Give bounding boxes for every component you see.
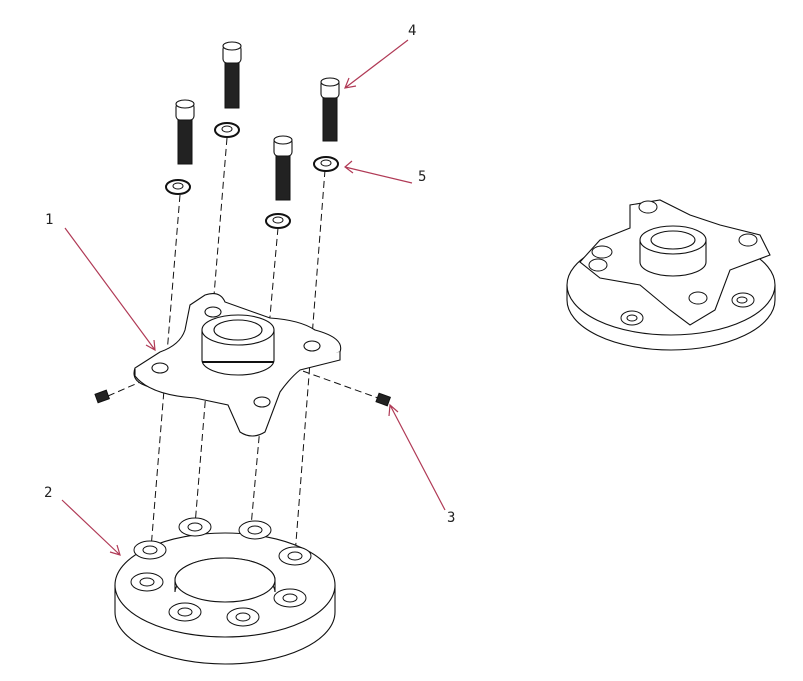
callout-5: 5 — [418, 169, 427, 185]
hub-flange-part-1 — [133, 293, 342, 437]
callout-2: 2 — [44, 485, 53, 501]
set-screw-part-3 — [94, 389, 391, 407]
washer-part-5 — [165, 122, 339, 229]
base-ring-part-2 — [114, 517, 336, 665]
bolt-part-4 — [175, 41, 340, 201]
callout-leaders — [61, 39, 446, 556]
callout-4: 4 — [408, 23, 417, 39]
callout-1: 1 — [45, 212, 54, 228]
assembled-view — [566, 199, 776, 351]
callout-3: 3 — [447, 510, 456, 526]
